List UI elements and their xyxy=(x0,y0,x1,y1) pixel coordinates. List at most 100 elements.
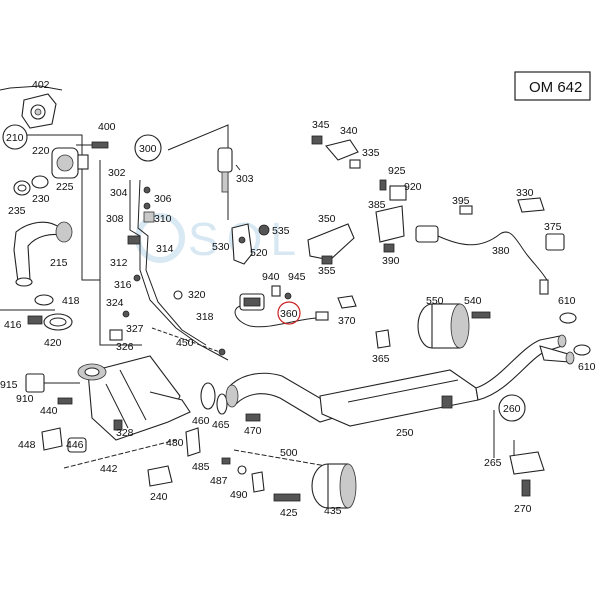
part-intermediate-pipe[interactable] xyxy=(225,372,341,423)
part-303-sensor[interactable] xyxy=(217,147,241,193)
label-240: 240 xyxy=(150,491,168,503)
label-304: 304 xyxy=(110,187,128,199)
part-345-nut[interactable] xyxy=(311,135,323,145)
part-370-clip[interactable] xyxy=(337,295,357,309)
label-326: 326 xyxy=(116,341,134,353)
label-485: 485 xyxy=(192,461,210,473)
part-500-line[interactable] xyxy=(233,449,327,467)
svg-text:300: 300 xyxy=(139,143,157,155)
part-labels: 402 400 220 225 230 235 215 418 416 420 … xyxy=(0,79,596,519)
callout-300[interactable]: 300 xyxy=(134,134,162,162)
label-355: 355 xyxy=(318,265,336,277)
label-327: 327 xyxy=(126,323,144,335)
label-940: 940 xyxy=(262,271,280,283)
part-265-bracket[interactable] xyxy=(509,440,545,475)
part-470-bolt[interactable] xyxy=(245,413,261,422)
part-340-bracket[interactable] xyxy=(325,139,359,161)
part-490-bracket[interactable] xyxy=(251,471,265,493)
part-240-mount[interactable] xyxy=(147,465,173,487)
highlight-circle xyxy=(277,301,301,325)
part-440-bolt[interactable] xyxy=(57,397,73,405)
label-530: 530 xyxy=(212,241,230,253)
label-365: 365 xyxy=(372,353,390,365)
label-435: 435 xyxy=(324,505,342,517)
part-355-nut[interactable] xyxy=(321,255,333,265)
part-365-bracket[interactable] xyxy=(375,329,391,349)
part-395-clip[interactable] xyxy=(459,205,473,215)
part-416-clamp[interactable] xyxy=(27,315,43,325)
callout-260[interactable]: 260 xyxy=(498,394,526,422)
label-610-lower: 610 xyxy=(578,361,596,373)
label-235: 235 xyxy=(8,205,26,217)
label-400: 400 xyxy=(98,121,116,133)
part-380-sensor[interactable] xyxy=(415,225,549,295)
part-402-gasket[interactable] xyxy=(21,93,57,129)
part-540-bolt[interactable] xyxy=(471,311,491,319)
part-448-mount[interactable] xyxy=(41,427,63,451)
label-380: 380 xyxy=(492,245,510,257)
part-335-clip[interactable] xyxy=(349,159,361,169)
part-920-sensor[interactable] xyxy=(389,185,407,201)
part-450-line[interactable] xyxy=(151,327,226,356)
part-460-flange[interactable] xyxy=(200,382,216,410)
part-520-bracket[interactable] xyxy=(231,223,253,265)
label-265: 265 xyxy=(484,457,502,469)
engine-code: OM 642 xyxy=(529,79,582,96)
part-442-line[interactable] xyxy=(63,439,177,469)
part-215-pipe[interactable] xyxy=(13,221,73,287)
part-dpf-converter[interactable] xyxy=(77,355,191,441)
part-300-pipe-assembly[interactable] xyxy=(109,179,229,361)
label-215: 215 xyxy=(50,257,68,269)
part-360-sensor-cable[interactable] xyxy=(234,305,329,328)
part-465-clamp[interactable] xyxy=(216,393,228,415)
part-940-sensor[interactable] xyxy=(239,293,265,311)
label-925: 925 xyxy=(388,165,406,177)
part-945-clip[interactable] xyxy=(271,285,292,300)
label-375: 375 xyxy=(544,221,562,233)
label-225: 225 xyxy=(56,181,74,193)
part-400-bolt[interactable] xyxy=(76,141,109,149)
label-345: 345 xyxy=(312,119,330,131)
label-250: 250 xyxy=(396,427,414,439)
part-446-clamp[interactable] xyxy=(67,437,87,453)
part-610-clamp-upper[interactable] xyxy=(559,312,577,324)
part-225-egr-valve[interactable] xyxy=(51,147,89,179)
label-308: 308 xyxy=(106,213,124,225)
callout-210[interactable]: 210 xyxy=(2,124,28,150)
label-316: 316 xyxy=(114,279,132,291)
part-610-clamp-lower[interactable] xyxy=(573,344,591,356)
part-328-bracket[interactable] xyxy=(113,419,123,431)
part-418-ring[interactable] xyxy=(34,294,54,306)
part-480-bracket[interactable] xyxy=(185,427,201,457)
label-915: 915 xyxy=(0,379,18,391)
part-230-gasket[interactable] xyxy=(31,175,49,189)
part-535-bolt[interactable] xyxy=(258,224,270,236)
label-610-upper: 610 xyxy=(558,295,576,307)
label-402: 402 xyxy=(32,79,50,91)
part-350-heat-shield[interactable] xyxy=(307,223,355,261)
label-420: 420 xyxy=(44,337,62,349)
part-270-bolt[interactable] xyxy=(521,479,531,497)
part-390-nut[interactable] xyxy=(383,243,395,253)
part-235-gasket[interactable] xyxy=(13,180,31,196)
svg-text:260: 260 xyxy=(503,403,521,415)
part-910-sensor[interactable] xyxy=(25,373,80,393)
part-425-bolt[interactable] xyxy=(273,493,301,502)
label-910: 910 xyxy=(16,393,34,405)
label-520: 520 xyxy=(250,247,268,259)
part-250-silencer[interactable] xyxy=(319,334,575,427)
part-435-damper[interactable] xyxy=(311,463,357,509)
label-312: 312 xyxy=(110,257,128,269)
part-375-bracket[interactable] xyxy=(545,233,565,251)
label-320: 320 xyxy=(188,289,206,301)
part-385-bracket[interactable] xyxy=(375,205,405,243)
label-324: 324 xyxy=(106,297,124,309)
part-485-nut[interactable] xyxy=(221,457,231,465)
part-487-washer[interactable] xyxy=(237,465,247,475)
label-335: 335 xyxy=(362,147,380,159)
part-925-screw[interactable] xyxy=(379,179,387,191)
part-330-clip[interactable] xyxy=(517,197,545,213)
part-550-damper[interactable] xyxy=(417,303,470,349)
label-340: 340 xyxy=(340,125,358,137)
part-420-clamp[interactable] xyxy=(43,313,73,331)
